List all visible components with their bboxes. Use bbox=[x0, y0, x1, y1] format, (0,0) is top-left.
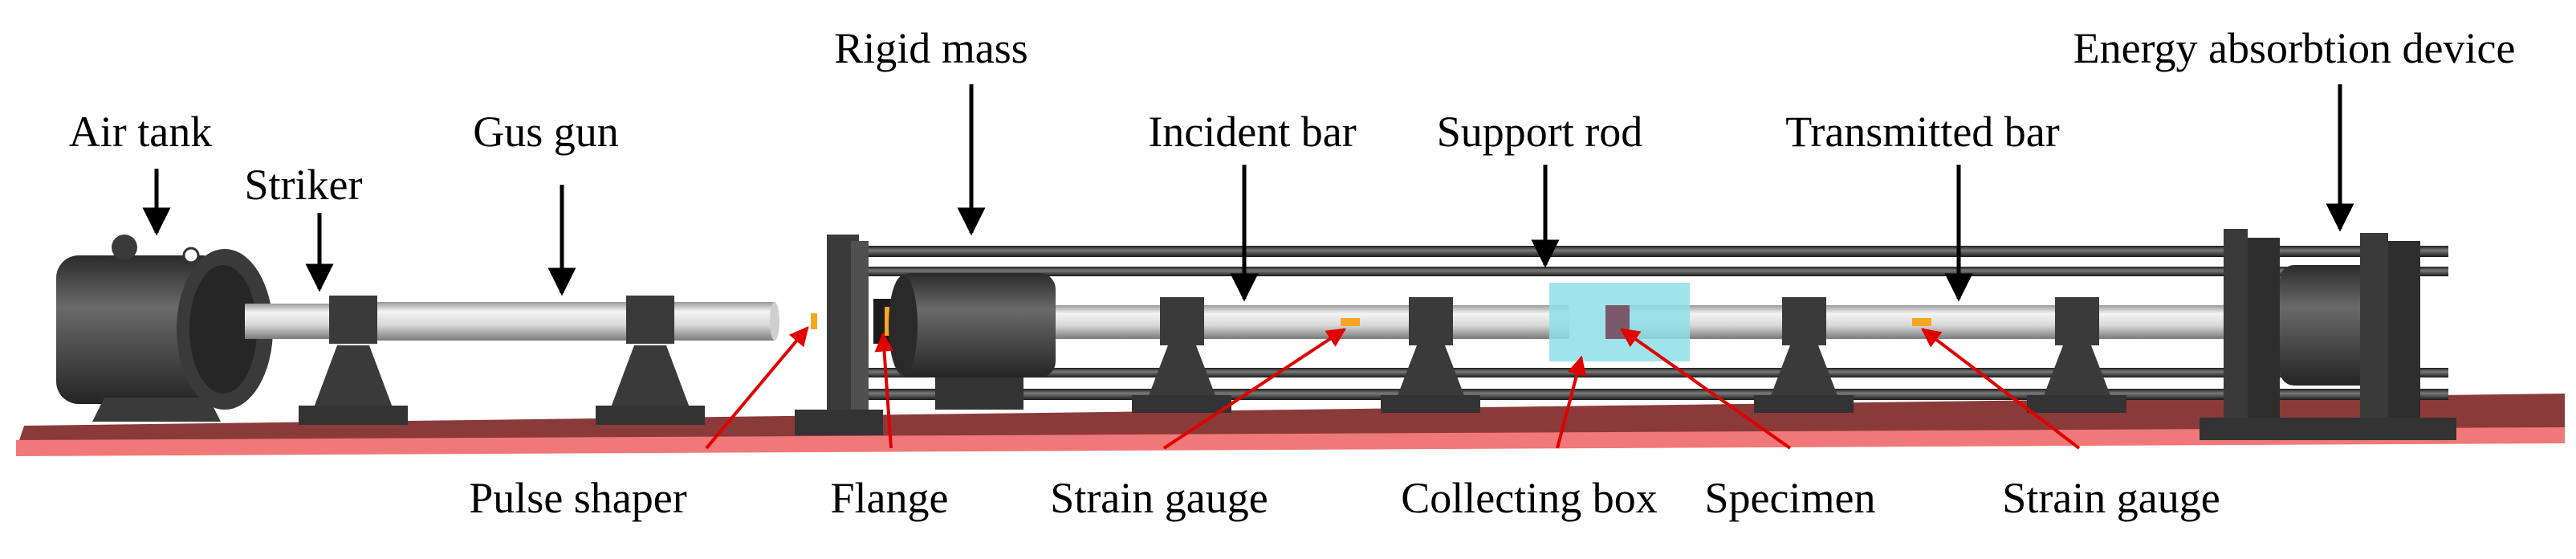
transmitted-bar bbox=[1622, 305, 2246, 339]
label-strain-gauge-2: Strain gauge bbox=[2002, 474, 2220, 522]
left-end-frame bbox=[795, 235, 883, 435]
base-plate bbox=[16, 394, 2565, 456]
red-pointers bbox=[705, 326, 2081, 450]
label-energy-absorption: Energy absorbtion device bbox=[2073, 24, 2516, 72]
gas-gun-barrel bbox=[377, 302, 779, 341]
strain-gauge-transmitted bbox=[1912, 318, 1931, 326]
energy-absorption-device bbox=[2200, 229, 2456, 440]
label-gas-gun: Gus gun bbox=[473, 108, 619, 156]
bar-support-2 bbox=[1381, 297, 1480, 413]
label-support-rod: Support rod bbox=[1437, 108, 1643, 156]
bar-support-3 bbox=[1754, 297, 1854, 413]
label-transmitted-bar: Transmitted bar bbox=[1785, 108, 2059, 156]
label-incident-bar: Incident bar bbox=[1148, 108, 1356, 156]
label-pulse-shaper: Pulse shaper bbox=[469, 474, 686, 522]
black-pointers bbox=[142, 84, 2354, 302]
collecting-box bbox=[1549, 283, 1690, 361]
pulse-shaper bbox=[811, 313, 817, 329]
gun-support-1 bbox=[299, 296, 408, 425]
label-collecting-box: Collecting box bbox=[1401, 474, 1657, 522]
air-tank bbox=[56, 235, 273, 422]
bar-support-4 bbox=[2027, 297, 2126, 413]
bar-support-1 bbox=[1132, 297, 1231, 413]
rigid-mass bbox=[889, 273, 1056, 410]
label-specimen: Specimen bbox=[1705, 474, 1876, 522]
label-strain-gauge-1: Strain gauge bbox=[1050, 474, 1268, 522]
label-flange: Flange bbox=[831, 474, 949, 522]
label-air-tank: Air tank bbox=[69, 108, 212, 156]
gun-support-2 bbox=[596, 296, 705, 425]
label-rigid-mass: Rigid mass bbox=[834, 24, 1028, 72]
incident-bar bbox=[1056, 305, 1569, 339]
strain-gauge-incident bbox=[1341, 318, 1360, 326]
label-striker: Striker bbox=[245, 161, 363, 209]
